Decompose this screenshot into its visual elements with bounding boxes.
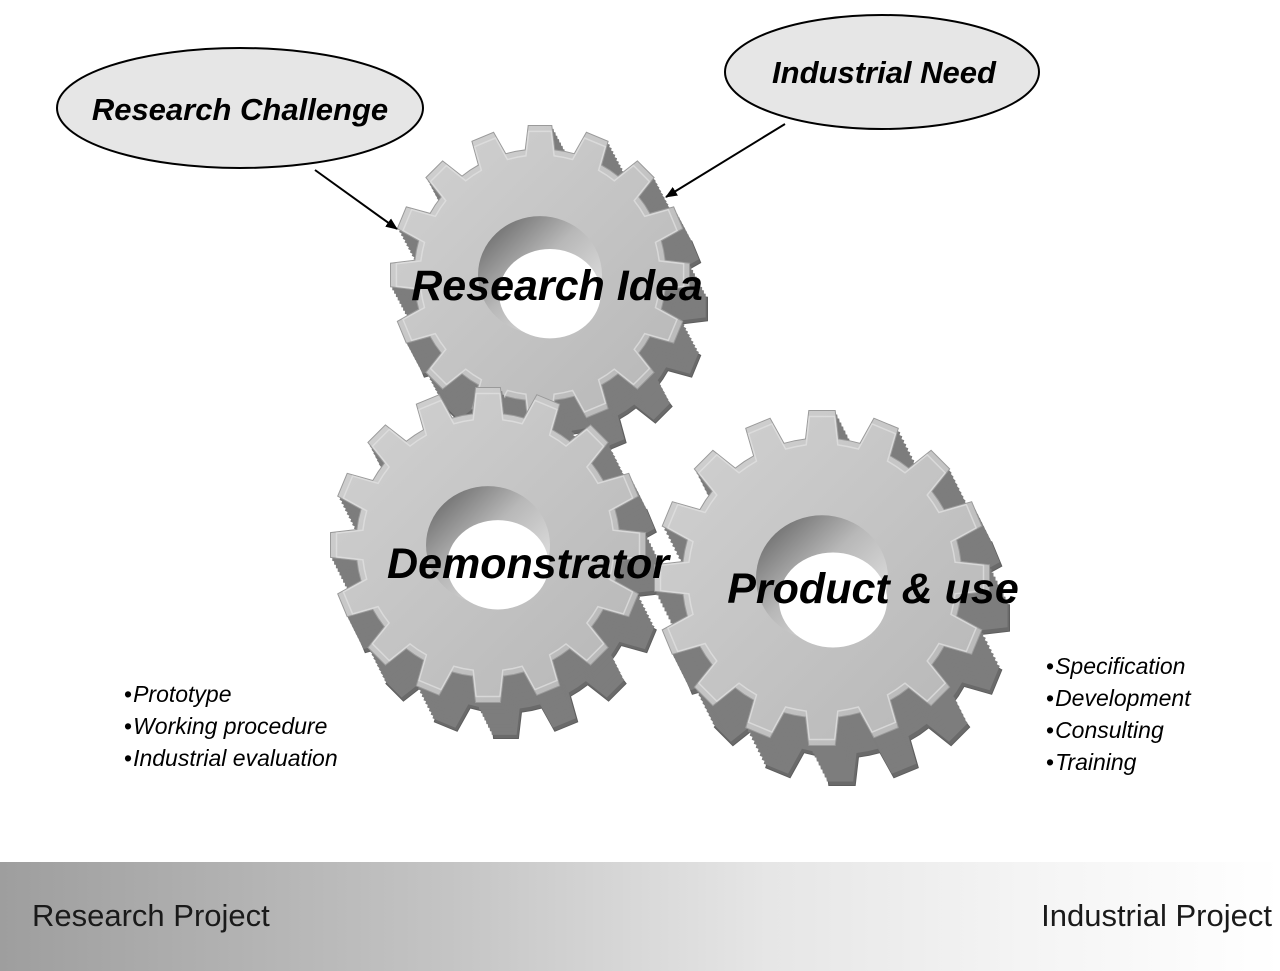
gear-label-research-idea: Research Idea: [411, 262, 703, 310]
bullet-consulting: Consulting: [1046, 714, 1191, 746]
industrial-need-ellipse: [724, 14, 1040, 130]
bullet-industrial-evaluation: Industrial evaluation: [124, 742, 338, 774]
bullet-working-procedure: Working procedure: [124, 710, 338, 742]
research-project-label: Research Project: [32, 898, 270, 933]
gear-research-idea: [390, 125, 708, 459]
bullet-prototype: Prototype: [124, 678, 338, 710]
demonstrator-bullet-list: Prototype Working procedure Industrial e…: [124, 678, 338, 774]
gear-demonstrator: [330, 387, 664, 739]
project-spectrum-band: Research Project Industrial Project: [0, 862, 1280, 971]
research-challenge-label: Research Challenge: [92, 92, 388, 127]
bullet-specification: Specification: [1046, 650, 1191, 682]
research-challenge-ellipse: [56, 47, 424, 169]
gear-label-product-use: Product & use: [727, 565, 1019, 613]
bullet-training: Training: [1046, 746, 1191, 778]
arrow-need-to-idea: [665, 123, 786, 198]
bullet-development: Development: [1046, 682, 1191, 714]
industrial-project-label: Industrial Project: [1041, 898, 1272, 933]
gear-label-demonstrator: Demonstrator: [387, 540, 671, 588]
arrow-challenge-to-idea: [314, 169, 398, 230]
product-bullet-list: Specification Development Consulting Tra…: [1046, 650, 1191, 778]
gear-product-use: [654, 410, 1010, 786]
industrial-need-label: Industrial Need: [772, 55, 997, 90]
